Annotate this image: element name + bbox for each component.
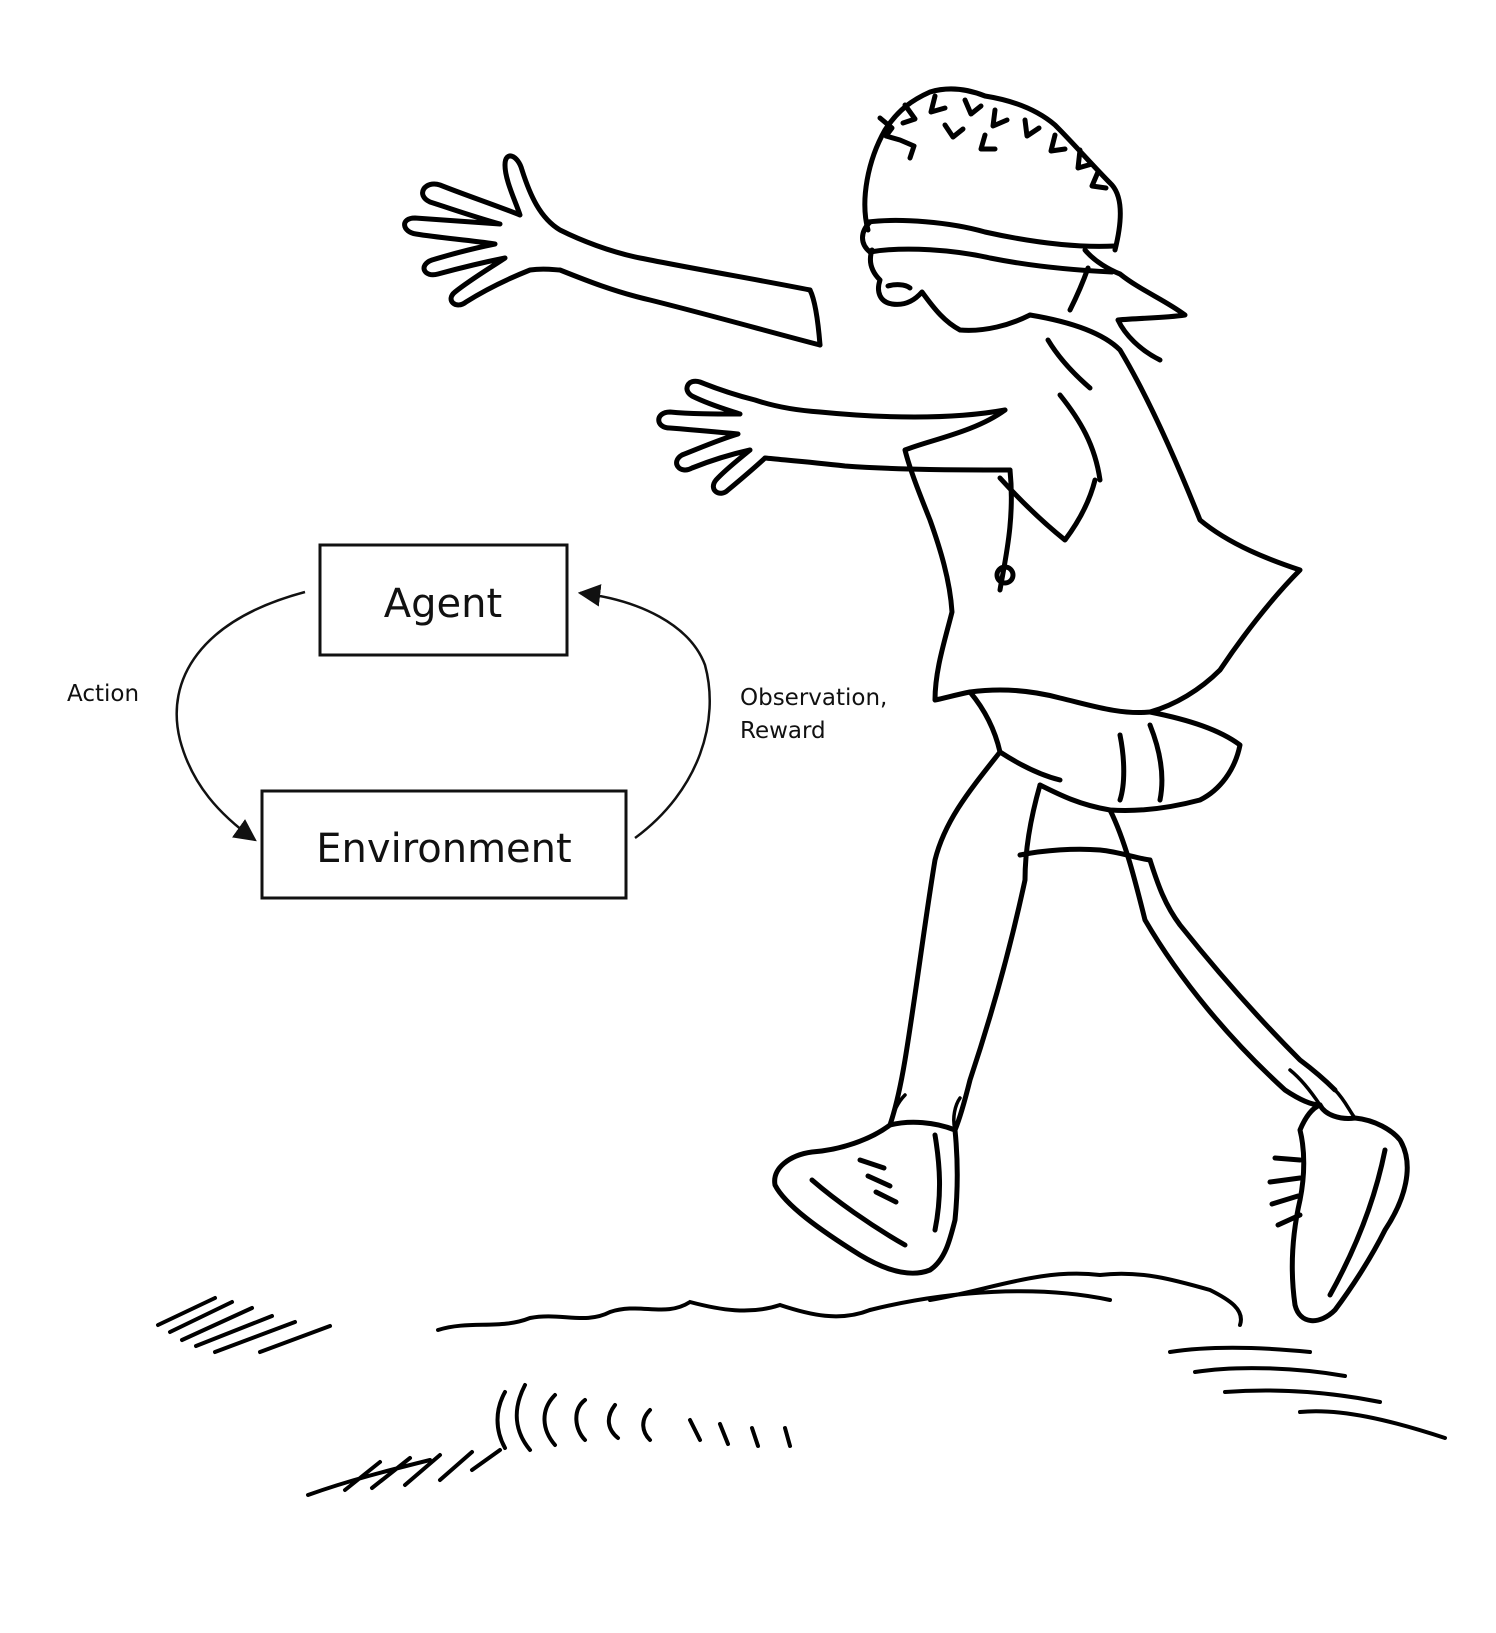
environment-label: Environment <box>316 826 571 872</box>
agent-environment-diagram: Agent Environment Action Observation, Re… <box>67 543 887 900</box>
observation-label: Observation, <box>740 685 887 711</box>
grass-icon <box>156 1271 1447 1497</box>
face-icon <box>860 219 1033 333</box>
agent-label: Agent <box>384 581 502 627</box>
leg-front-icon <box>887 749 1153 1133</box>
shoe-front-icon <box>772 1119 960 1276</box>
leg-back-icon <box>1107 807 1338 1108</box>
reward-label: Reward <box>740 718 826 744</box>
shorts-icon <box>967 689 1243 813</box>
shoe-back-icon <box>1267 1102 1410 1324</box>
agent-box <box>318 543 569 657</box>
action-label: Action <box>67 681 139 707</box>
hair-icon <box>862 86 1123 253</box>
sock-icon <box>888 1068 1357 1132</box>
observation-reward-arrow <box>577 584 711 840</box>
blindfold-knot-icon <box>1067 247 1188 363</box>
arm-lower-icon <box>656 378 1013 496</box>
blindfold-icon <box>865 217 1118 275</box>
action-arrow <box>175 590 306 842</box>
environment-box <box>260 789 628 900</box>
arm-upper-icon <box>402 153 823 348</box>
shirt-icon <box>807 287 1303 716</box>
blindfolded-child-icon <box>402 86 1410 1324</box>
